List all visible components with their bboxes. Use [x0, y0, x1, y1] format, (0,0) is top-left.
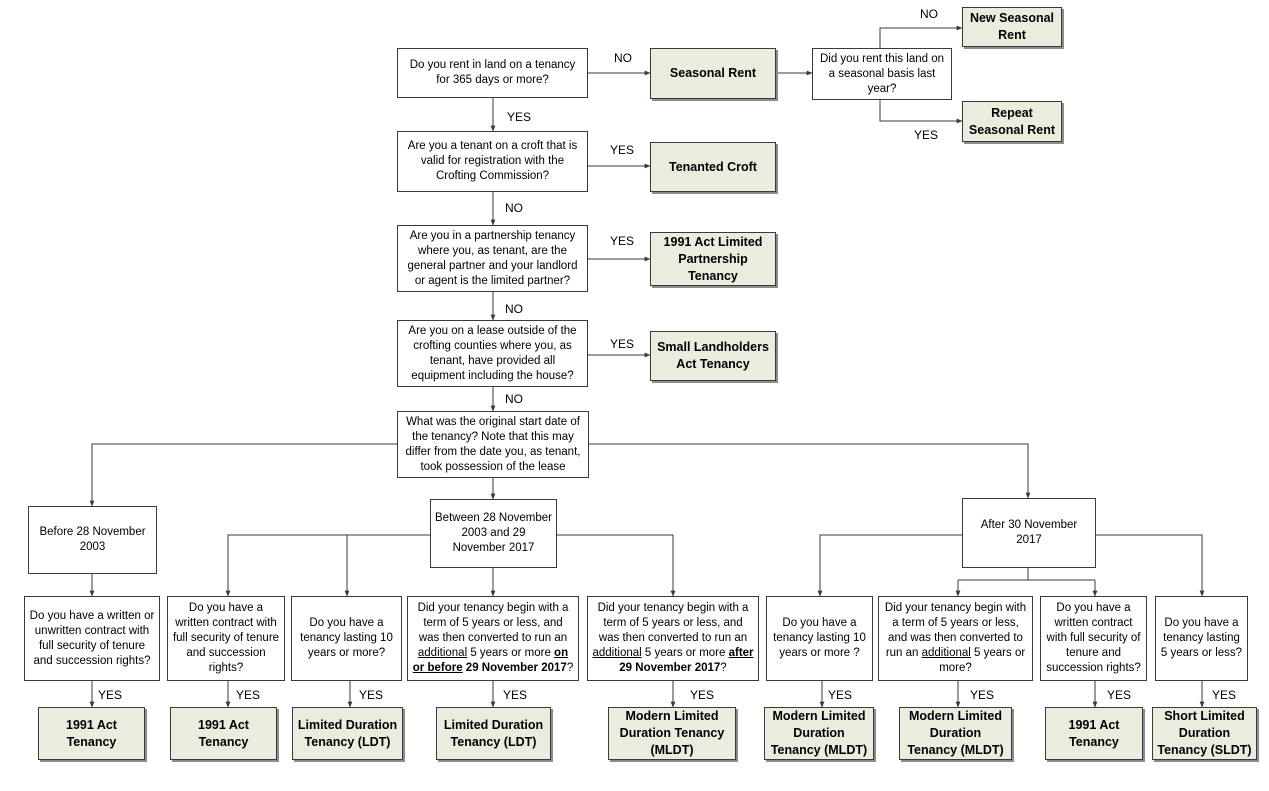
question-between-10-years: Do you have a tenancy lasting 10 years o…: [291, 596, 402, 681]
label-yes-m3: YES: [503, 688, 528, 702]
result-1991-act-between: 1991 Act Tenancy: [170, 707, 277, 760]
question-lease-outside-crofting: Are you on a lease outside of the crofti…: [397, 320, 588, 387]
label-yes-m2: YES: [359, 688, 384, 702]
label-yes-repeat-seasonal: YES: [914, 128, 939, 142]
result-mldt-after-converted: Modern Limited Duration Tenancy (MLDT): [899, 707, 1012, 760]
label-yes-q3: YES: [610, 234, 635, 248]
label-no-new-seasonal: NO: [920, 7, 938, 21]
question-after-converted: Did your tenancy begin with a term of 5 …: [878, 596, 1033, 681]
label-yes-b1: YES: [98, 688, 123, 702]
result-new-seasonal-rent: New Seasonal Rent: [962, 7, 1062, 47]
question-after-10-years: Do you have a tenancy lasting 10 years o…: [766, 596, 873, 681]
result-1991-act-after: 1991 Act Tenancy: [1045, 707, 1143, 760]
question-after-full-security: Do you have a written contract with full…: [1040, 596, 1147, 681]
connector-q5-after: [589, 443, 1031, 499]
question-between-converted-before: Did your tenancy begin with a term of 5 …: [407, 596, 579, 681]
connector-qseasonal-repeat: [879, 100, 963, 124]
label-yes-q1: YES: [507, 110, 532, 124]
question-between-converted-after: Did your tenancy begin with a term of 5 …: [587, 596, 759, 681]
result-sldt: Short Limited Duration Tenancy (SLDT): [1152, 707, 1257, 760]
period-after-2017: After 30 November 2017: [962, 498, 1096, 568]
label-yes-a4: YES: [1212, 688, 1237, 702]
question-tenancy-365-days: Do you rent in land on a tenancy for 365…: [397, 48, 588, 98]
label-no-q1: NO: [614, 51, 632, 65]
question-partnership-tenancy: Are you in a partnership tenancy where y…: [397, 225, 588, 292]
result-tenanted-croft: Tenanted Croft: [650, 142, 776, 192]
result-ldt-10-years: Limited Duration Tenancy (LDT): [292, 707, 403, 760]
period-between-2003-2017: Between 28 November 2003 and 29 November…: [430, 499, 557, 568]
label-yes-m4: YES: [690, 688, 715, 702]
label-yes-q2: YES: [610, 143, 635, 157]
period-before-2003: Before 28 November 2003: [28, 506, 157, 574]
connector-between-m1: [225, 534, 430, 597]
label-no-q3: NO: [505, 302, 523, 316]
label-no-q4: NO: [505, 392, 523, 406]
label-yes-m1: YES: [236, 688, 261, 702]
text-segment: Did your tenancy begin with a term of 5 …: [592, 602, 754, 674]
result-repeat-seasonal-rent: Repeat Seasonal Rent: [962, 101, 1062, 142]
result-mldt-10-years: Modern Limited Duration Tenancy (MLDT): [764, 707, 874, 760]
question-original-start-date: What was the original start date of the …: [397, 411, 589, 478]
connector-q5-before: [89, 443, 397, 507]
result-1991-act-before: 1991 Act Tenancy: [38, 707, 145, 760]
result-ldt-converted: Limited Duration Tenancy (LDT): [436, 707, 551, 760]
result-seasonal-rent: Seasonal Rent: [650, 48, 776, 99]
result-1991-limited-partnership: 1991 Act Limited Partnership Tenancy: [650, 232, 776, 286]
label-yes-q4: YES: [610, 337, 635, 351]
text-segment: Did your tenancy begin with a term of 5 …: [412, 602, 574, 674]
result-small-landholders: Small Landholders Act Tenancy: [650, 331, 776, 381]
result-mldt-converted-after: Modern Limited Duration Tenancy (MLDT): [608, 707, 736, 760]
text-segment: Did your tenancy begin with a term of 5 …: [884, 602, 1027, 674]
connector-after-a4: [1096, 534, 1205, 597]
question-seasonal-last-year: Did you rent this land on a seasonal bas…: [812, 48, 952, 100]
question-croft-registration: Are you a tenant on a croft that is vali…: [397, 131, 588, 192]
question-after-5-years: Do you have a tenancy lasting 5 years or…: [1155, 596, 1248, 681]
question-before-full-security: Do you have a written or unwritten contr…: [24, 596, 160, 681]
connector-qseasonal-new: [879, 25, 963, 48]
connector-after-a1: [817, 534, 962, 597]
connector-between-m4: [557, 534, 676, 597]
question-between-full-security: Do you have a written contract with full…: [167, 596, 285, 681]
label-yes-a2: YES: [970, 688, 995, 702]
label-yes-a3: YES: [1107, 688, 1132, 702]
label-no-q2: NO: [505, 201, 523, 215]
label-yes-a1: YES: [828, 688, 853, 702]
